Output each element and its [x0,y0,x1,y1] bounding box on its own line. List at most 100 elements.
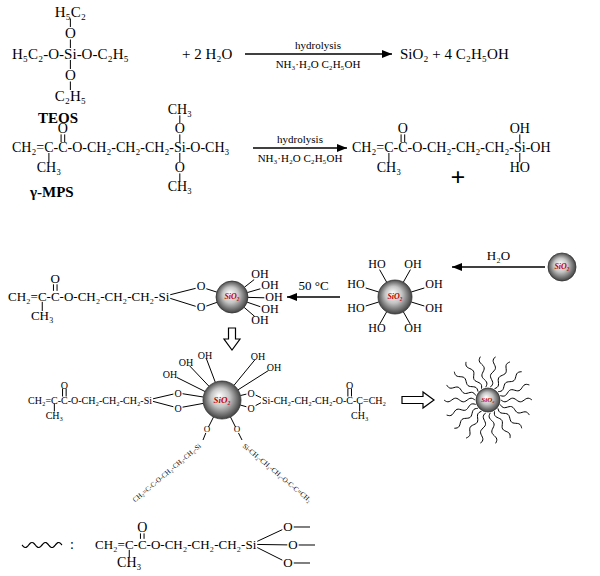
grafted-chain [501,398,532,402]
hydroxyl-label: OH [198,350,212,361]
bond-line [206,289,216,292]
formula: CH₂=C-C-O-CH₂-CH₂-CH₂-Si [28,395,152,406]
formula: O [197,301,206,314]
legend-colon: : [70,537,74,552]
bond-line [248,297,264,298]
grafted-chain [480,413,485,444]
reaction-condition: 50 °C [297,279,329,293]
bond-line [153,394,173,399]
reaction-condition: NH₃·H₂O C₂H₅OH [276,58,361,70]
grafted-chain [444,398,475,402]
bond-line [366,288,379,292]
bond-line [380,270,387,283]
hydroxyl-label: OH [404,322,421,335]
process-arrow [452,266,545,267]
particle-label: SiO₂ [481,397,494,404]
hydroxyl-label: OH [267,362,281,373]
formula: O [204,425,211,435]
bond-line [256,403,261,406]
formula: O [175,160,185,175]
bond-line [257,530,282,542]
bond-line [294,562,310,563]
formula: O [175,121,185,136]
formula: O [197,280,206,293]
formula: CH₃ [377,160,401,175]
reaction-arrow [245,53,392,54]
silica-particle: SiO₂ [8,350,402,498]
formula: O [283,556,292,570]
grafted-chain [498,408,522,428]
bond-line [206,302,217,306]
particle-label: SiO₂ [224,293,239,301]
bond-line [411,302,424,306]
grafted-chain [494,411,510,438]
formula: O [137,520,147,535]
formula: O [288,538,297,552]
reaction-condition: H₂O [486,249,511,263]
hydroxyl-label: HO [368,322,385,335]
formula: CH₃ [168,102,192,117]
grafted-chain [447,404,476,416]
formula: O [65,67,76,84]
bond-line [294,526,310,527]
silica-sphere [203,381,241,419]
hydroxyl-label: OH [404,258,421,271]
legend-sample [22,542,62,547]
hydroxyl-label: OH [179,357,193,368]
process-arrow [402,392,434,408]
legend-text: CH₂=C-C-O-CH₂-CH₂-CH₂-Si [95,538,256,552]
hydroxyl-label: OH [163,369,177,380]
bond-line [153,401,173,406]
grafted-chain [454,408,478,428]
formula: O [234,425,241,435]
silica-sphere [548,253,576,281]
grafted-chain [479,357,487,388]
formula: O [247,403,254,414]
silica-particle: SiO₂ [434,350,544,450]
hydroxyl-label: OH [251,351,265,362]
grafted-chain [498,372,522,392]
hydroxyl-label: OH [425,278,442,291]
formula: O [398,121,408,136]
formula: CH₃ [351,410,368,421]
formula: SiO₂ + 4 C₂H₅OH [400,46,509,63]
grafted-chain [454,372,478,392]
particle-label: SiO₂ [387,293,402,301]
formula: CH₂=C-C-O-CH₂-CH₂-CH₂-Si [8,290,169,304]
reaction-condition: NH₃·H₂O C₂H₅OH [258,152,343,164]
grafted-chain [500,384,529,396]
silica-particle: SiO₂ [340,252,452,342]
bond-line [238,371,268,390]
formula: O [283,520,292,534]
reaction-condition: hydrolysis [277,133,323,145]
bond-line [240,405,246,407]
grafted-chain [495,362,511,389]
formula: O [174,403,181,414]
formula: + 2 H₂O [182,46,232,63]
bond-line [183,403,204,407]
formula: O [174,388,181,399]
formula: CH₂=C-C-O-CH₂-CH₂-CH₂-Si-O-CH₃ [12,140,229,155]
hydroxyl-label: OH [425,302,442,315]
hydroxyl-label: HO [368,258,385,271]
bond-line [240,394,246,395]
formula: H₅C₂-O-Si-O-C₂H₅ [12,46,129,63]
bond-line [170,288,195,294]
formula: CH₃ [46,410,63,421]
silica-particle: SiO₂ [545,251,579,283]
formula: Si-CH₂-CH₂-CH₂-O-C-C=CH₂ [241,443,312,505]
formula: O [247,388,254,399]
bond-line [366,302,379,306]
hydroxyl-label: OH [251,314,268,327]
reaction-condition: hydrolysis [295,39,341,51]
particle-label: SiO₂ [554,263,569,271]
formula: H₅C₂ [55,4,86,21]
silica-sphere [476,388,500,412]
bond-line [247,302,260,307]
bond-line [256,395,261,397]
formula: OH [510,121,530,136]
formula: CH₃ [168,179,192,194]
formula: Si-CH₂-CH₂-CH₂-O-C-C=CH₂ [262,395,386,406]
silica-sphere [378,280,412,314]
